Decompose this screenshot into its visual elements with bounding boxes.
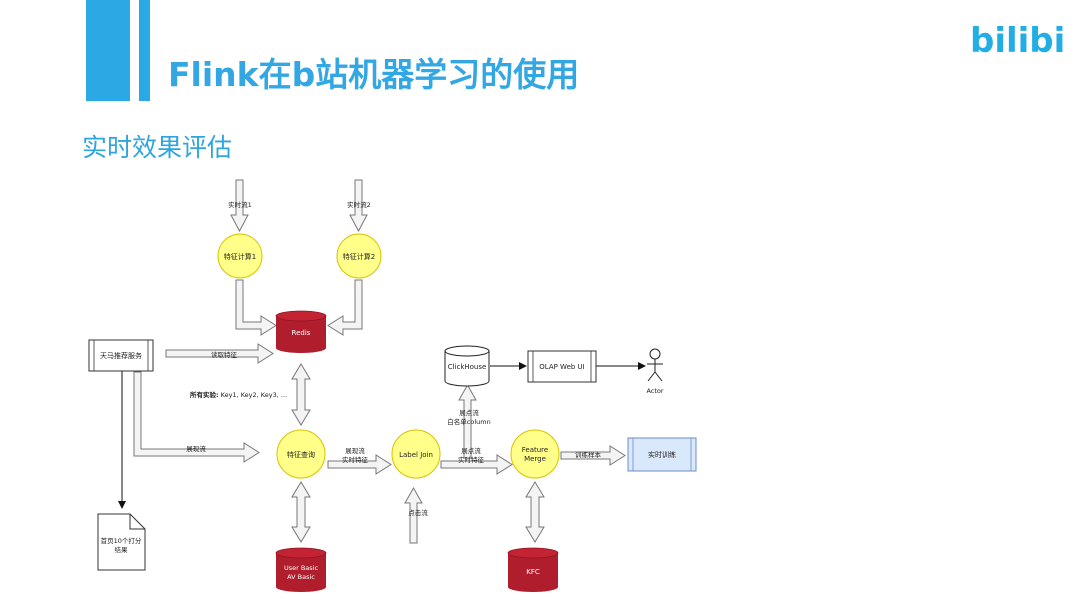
node-feature-query (276, 429, 326, 479)
label-impression-rt-1: 展现流 (345, 446, 365, 455)
node-label-join-label: Label Join (399, 451, 433, 459)
node-feature-merge (510, 429, 560, 479)
arrow-click-to-labeljoin (404, 486, 423, 544)
arrow-to-clickhouse (458, 383, 477, 459)
arrow-tianma-to-redis (165, 343, 274, 364)
arrow-stream1-in (230, 179, 249, 233)
label-click-stream: 点击流 (408, 508, 428, 517)
node-feature-query-label: 特征查询 (287, 450, 315, 459)
node-clickhouse: ClickHouse (444, 345, 490, 387)
header-accent-bar-left (86, 0, 130, 101)
label-imp-rt2-2: 实时特征 (458, 455, 485, 464)
label-impression-rt-2: 实时特征 (342, 455, 369, 464)
node-olap: OLAP Web UI (527, 350, 597, 383)
node-tianma-label: 天马推荐服务 (100, 351, 142, 360)
node-kfc-label: KFC (526, 568, 540, 576)
logo-wordmark: bilibili (970, 21, 1068, 61)
arrow-calc1-to-redis (235, 279, 277, 336)
node-kfc: KFC (507, 547, 559, 592)
arrow-labeljoin-to-merge (440, 454, 513, 475)
node-olap-label: OLAP Web UI (539, 363, 584, 371)
label-whitelist-1: 展点流 (459, 408, 479, 417)
label-whitelist-2: 白名单column (447, 417, 490, 426)
arrow-query-userbasic (291, 481, 311, 543)
bilibili-logo: bilibili (968, 14, 1080, 66)
label-imp-rt2-1: 展点流 (461, 446, 481, 455)
header-accent-bar-right (139, 0, 150, 101)
arrow-query-to-labeljoin (327, 454, 392, 475)
node-redis: Redis (275, 310, 327, 353)
arrow-stream2-in (349, 179, 368, 233)
label-read-features: 读取特征 (211, 350, 238, 359)
node-feature-calc-1-label: 特征计算1 (224, 252, 256, 261)
node-tianma: 天马推荐服务 (88, 339, 154, 372)
label-impression-stream: 展现流 (186, 444, 206, 453)
node-label-join (391, 429, 441, 479)
node-top10-document: 首页10个打分 结果 (97, 513, 146, 571)
node-realtime-training: 实时训练 (627, 437, 697, 472)
node-feature-merge-label-1: Feature (522, 446, 548, 454)
node-feature-calc-2-label: 特征计算2 (343, 252, 375, 261)
arrow-tianma-to-query (133, 371, 260, 463)
node-redis-label: Redis (292, 329, 311, 337)
node-user-basic-label-2: AV Basic (287, 573, 315, 581)
node-clickhouse-label: ClickHouse (448, 363, 487, 371)
section-subtitle: 实时效果评估 (82, 133, 233, 162)
label-all-experiments: 所有实验: Key1, Key2, Key3, ... (190, 390, 287, 399)
node-feature-calc-2 (336, 233, 382, 279)
label-stream2: 实时流2 (347, 200, 371, 209)
node-top10-label-2: 结果 (115, 545, 129, 554)
node-top10-label-1: 首页10个打分 (101, 536, 142, 545)
actor-icon (647, 348, 663, 382)
actor-label: Actor (646, 387, 663, 395)
node-realtime-training-label: 实时训练 (648, 450, 676, 459)
node-feature-merge-label-2: Merge (524, 455, 546, 463)
page-title: Flink在b站机器学习的使用 (168, 55, 580, 94)
node-user-basic: User Basic AV Basic (275, 547, 327, 592)
arrow-merge-to-training (560, 445, 626, 466)
arrow-calc2-to-redis (327, 279, 363, 336)
label-training-samples: 训练样本 (575, 450, 602, 459)
arrow-merge-kfc (525, 481, 545, 543)
node-feature-calc-1 (217, 233, 263, 279)
label-stream1: 实时流1 (228, 200, 252, 209)
arrow-redis-query (291, 363, 311, 426)
node-user-basic-label-1: User Basic (284, 564, 319, 572)
